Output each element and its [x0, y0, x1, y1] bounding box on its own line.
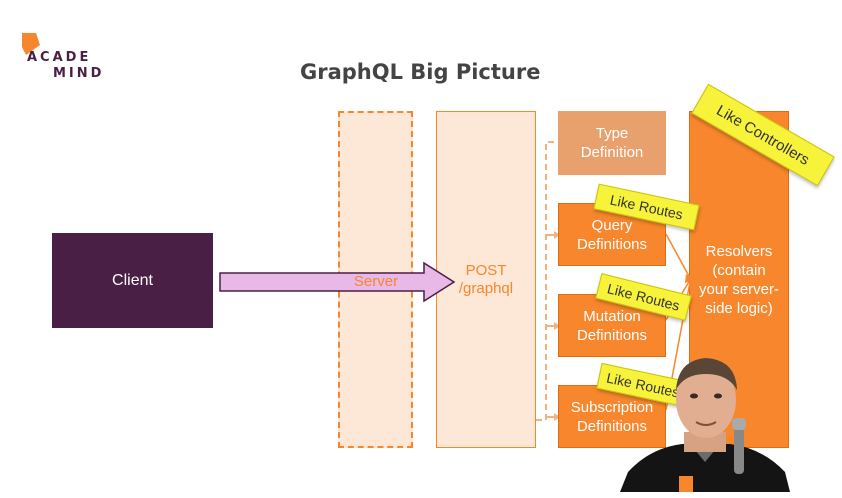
mutation-definitions-label: Mutation Definitions	[576, 307, 648, 344]
presenter-webcam-overlay	[620, 358, 790, 492]
query-definitions-label: Query Definitions	[576, 216, 648, 253]
mutation-definitions-box: Mutation Definitions	[558, 294, 666, 357]
logo-mark-icon	[22, 33, 40, 55]
type-definition-label: Type Definition	[580, 125, 644, 161]
academind-logo: ACADE MIND	[18, 33, 108, 83]
request-arrow	[219, 261, 456, 303]
resolvers-label: Resolvers (contain your server-side logi…	[698, 242, 780, 317]
logo-text-line1: ACADE	[27, 50, 92, 65]
client-box: Client	[52, 233, 213, 328]
page-title: GraphQL Big Picture	[300, 60, 541, 84]
endpoint-label: POST /graphql	[458, 261, 514, 297]
type-definition-box: Type Definition	[558, 111, 666, 175]
server-label: Server	[353, 273, 399, 290]
subscription-definitions-label: Subscription Definitions	[570, 398, 654, 435]
definition-connectors	[536, 141, 560, 421]
client-label: Client	[112, 271, 153, 289]
endpoint-box: POST /graphql	[436, 111, 536, 448]
logo-text-line2: MIND	[53, 66, 105, 81]
query-definitions-box: Query Definitions	[558, 203, 666, 266]
